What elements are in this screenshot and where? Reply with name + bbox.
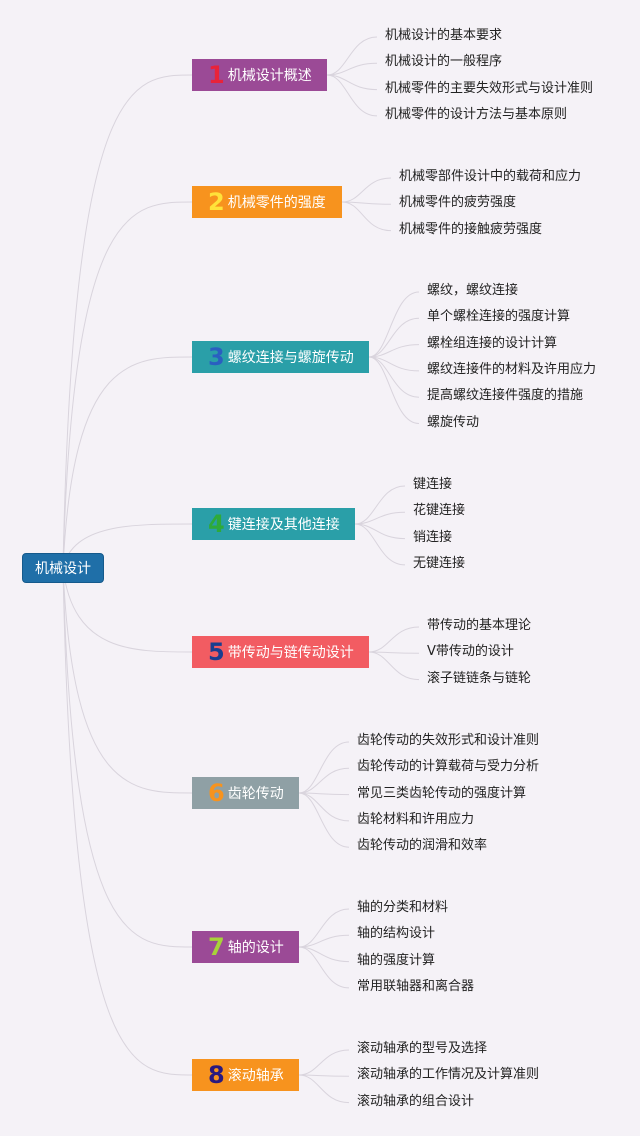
leaf-topic[interactable]: 提高螺纹连接件强度的措施 xyxy=(427,388,584,404)
leaf-topic[interactable]: 销连接 xyxy=(413,529,453,545)
branch-number: 2 xyxy=(208,188,225,216)
leaf-topic[interactable]: 机械零件的设计方法与基本原则 xyxy=(385,106,568,122)
leaf-connector xyxy=(368,356,420,398)
leaf-connector xyxy=(368,626,420,653)
leaf-topic[interactable]: 螺栓组连接的设计计算 xyxy=(427,335,558,351)
leaf-topic[interactable]: 螺纹，螺纹连接 xyxy=(427,283,519,298)
branch-label: 机械零件的强度 xyxy=(227,195,326,211)
leaf-topic[interactable]: 滚动轴承的型号及选择 xyxy=(357,1041,488,1056)
branch-label: 键连接及其他连接 xyxy=(227,517,340,533)
leaf-topic[interactable]: 机械设计的基本要求 xyxy=(385,28,503,43)
branch-number: 7 xyxy=(208,933,225,961)
leaf-topic[interactable]: 滚动轴承的组合设计 xyxy=(357,1093,475,1109)
branch-number: 4 xyxy=(208,510,225,538)
leaf-topic[interactable]: V带传动的设计 xyxy=(427,644,514,660)
leaf-topic[interactable]: 常用联轴器和离合器 xyxy=(357,978,475,994)
branch-label: 螺纹连接与螺旋传动 xyxy=(227,350,354,366)
branch-connector xyxy=(62,567,193,948)
leaf-topic[interactable]: 滚子链链条与链轮 xyxy=(427,670,532,686)
leaf-topic[interactable]: 齿轮传动的失效形式和设计准则 xyxy=(357,733,540,748)
leaf-topic[interactable]: 机械零件的疲劳强度 xyxy=(399,195,517,211)
leaf-topic[interactable]: 键连接 xyxy=(413,477,453,492)
leaf-connector xyxy=(298,741,350,794)
leaf-connector xyxy=(326,74,378,117)
leaf-topic[interactable]: 轴的结构设计 xyxy=(357,926,436,942)
leaf-topic[interactable]: 齿轮传动的润滑和效率 xyxy=(357,838,488,854)
leaf-connector xyxy=(298,946,350,989)
leaf-topic[interactable]: 无键连接 xyxy=(413,555,466,571)
leaf-topic[interactable]: 单个螺栓连接的强度计算 xyxy=(427,309,571,325)
leaf-topic[interactable]: 机械设计的一般程序 xyxy=(385,54,503,70)
leaf-topic[interactable]: 轴的强度计算 xyxy=(357,952,436,968)
leaf-connector xyxy=(368,291,420,358)
leaf-connector xyxy=(341,201,392,232)
root-node[interactable]: 机械设计 xyxy=(22,553,104,583)
leaf-connector xyxy=(368,344,420,358)
branch-number: 3 xyxy=(208,343,225,371)
branch-connector xyxy=(62,567,193,1076)
leaf-connector xyxy=(298,792,350,822)
leaf-connector xyxy=(298,908,350,948)
leaf-connector xyxy=(298,767,350,794)
branch-label: 机械设计概述 xyxy=(227,68,312,84)
leaf-connector xyxy=(298,1074,350,1104)
leaf-connector xyxy=(326,36,378,76)
leaf-connector xyxy=(368,317,420,358)
branch-connector xyxy=(62,567,193,794)
leaf-topic[interactable]: 滚动轴承的工作情况及计算准则 xyxy=(357,1067,540,1083)
leaf-connector xyxy=(354,523,406,566)
leaf-topic[interactable]: 机械零件的主要失效形式与设计准则 xyxy=(385,80,594,96)
leaf-connector xyxy=(354,485,406,525)
branch-connector xyxy=(62,74,193,569)
branch-number: 5 xyxy=(208,638,225,666)
branch-connector xyxy=(62,201,193,569)
leaf-connector xyxy=(298,1049,350,1076)
leaf-topic[interactable]: 带传动的基本理论 xyxy=(427,618,532,633)
leaf-connector xyxy=(298,934,350,948)
leaf-topic[interactable]: 齿轮材料和许用应力 xyxy=(357,811,475,827)
leaf-connector xyxy=(368,651,420,681)
branch-label: 滚动轴承 xyxy=(227,1068,284,1084)
branch-label: 带传动与链传动设计 xyxy=(227,645,354,661)
leaf-topic[interactable]: 机械零部件设计中的载荷和应力 xyxy=(399,169,582,184)
leaf-topic[interactable]: 机械零件的接触疲劳强度 xyxy=(399,221,543,237)
leaf-topic[interactable]: 常见三类齿轮传动的强度计算 xyxy=(357,785,527,801)
leaf-connector xyxy=(326,62,378,76)
branch-label: 轴的设计 xyxy=(227,940,284,956)
leaf-topic[interactable]: 螺旋传动 xyxy=(427,414,480,430)
leaf-connector xyxy=(298,792,350,848)
leaf-connector xyxy=(354,511,406,525)
branch-number: 1 xyxy=(208,61,225,89)
leaf-topic[interactable]: 齿轮传动的计算载荷与受力分析 xyxy=(357,759,540,775)
branch-connector xyxy=(62,356,193,569)
leaf-connector xyxy=(341,177,392,203)
branch-connector xyxy=(62,567,193,653)
branch-label: 齿轮传动 xyxy=(227,786,284,802)
leaf-topic[interactable]: 花键连接 xyxy=(413,503,466,519)
leaf-connector xyxy=(368,356,420,424)
leaf-topic[interactable]: 轴的分类和材料 xyxy=(357,900,449,915)
leaf-topic[interactable]: 螺纹连接件的材料及许用应力 xyxy=(427,361,597,377)
branch-number: 6 xyxy=(208,779,225,807)
branch-number: 8 xyxy=(208,1061,225,1089)
